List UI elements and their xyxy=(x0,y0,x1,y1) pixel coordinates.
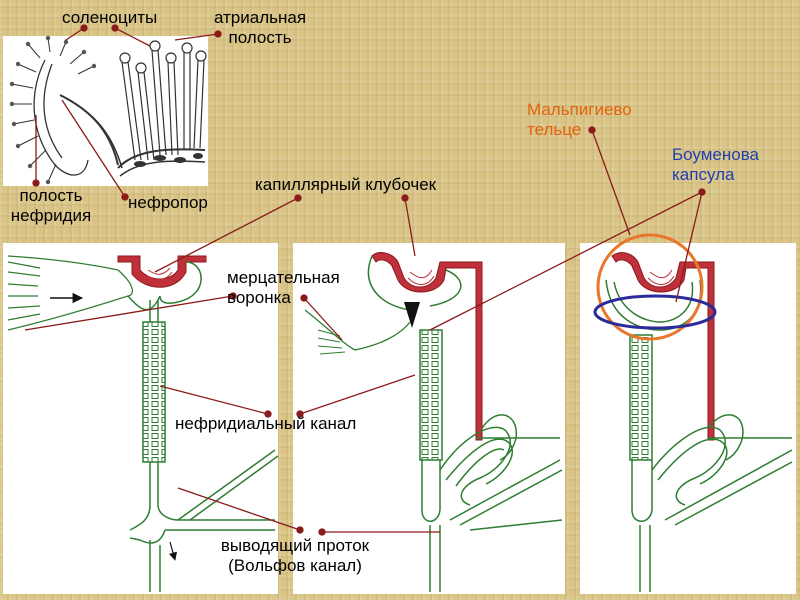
label-solenocytes: соленоциты xyxy=(62,8,158,27)
nephridium-panel-3 xyxy=(580,243,796,594)
nephridium-panel-1 xyxy=(3,243,278,594)
label-ciliated-funnel-line1: мерцательная xyxy=(227,268,340,287)
label-nephridium-cavity-line2: нефридия xyxy=(10,205,92,225)
label-nephropore: нефропор xyxy=(128,193,208,212)
label-excretory-duct: выводящий проток (Вольфов канал) xyxy=(200,536,390,575)
label-malpighian-body: Мальпигиево тельце xyxy=(527,100,632,139)
label-nephridial-canal: нефридиальный канал xyxy=(175,414,357,433)
label-malpighian-body-line1: Мальпигиево xyxy=(527,100,632,119)
label-malpighian-body-line2: тельце xyxy=(527,119,582,139)
label-capillary-glomerulus: капиллярный клубочек xyxy=(255,175,437,194)
pointer-lines xyxy=(24,24,706,536)
label-atrial-cavity: атриальная полость xyxy=(205,8,315,47)
label-nephridium-cavity-line1: полость xyxy=(19,186,83,205)
label-bowman-capsule-line1: Боуменова xyxy=(672,145,760,164)
label-excretory-duct-line1: выводящий проток xyxy=(220,536,370,555)
label-ciliated-funnel: мерцательная воронка xyxy=(227,268,340,307)
nephridium-2 xyxy=(304,252,563,592)
label-atrial-cavity-line2: полость xyxy=(228,27,292,47)
nephridium-1 xyxy=(7,255,279,592)
label-excretory-duct-line2: (Вольфов канал) xyxy=(228,555,362,575)
nephridium-3 xyxy=(593,233,793,592)
label-nephridium-cavity: полость нефридия xyxy=(6,186,96,225)
label-ciliated-funnel-line2: воронка xyxy=(227,287,291,307)
label-bowman-capsule: Боуменова капсула xyxy=(672,145,759,184)
label-bowman-capsule-line2: капсула xyxy=(672,164,735,184)
label-atrial-cavity-line1: атриальная xyxy=(213,8,307,27)
solenocyte-drawing xyxy=(9,35,207,185)
